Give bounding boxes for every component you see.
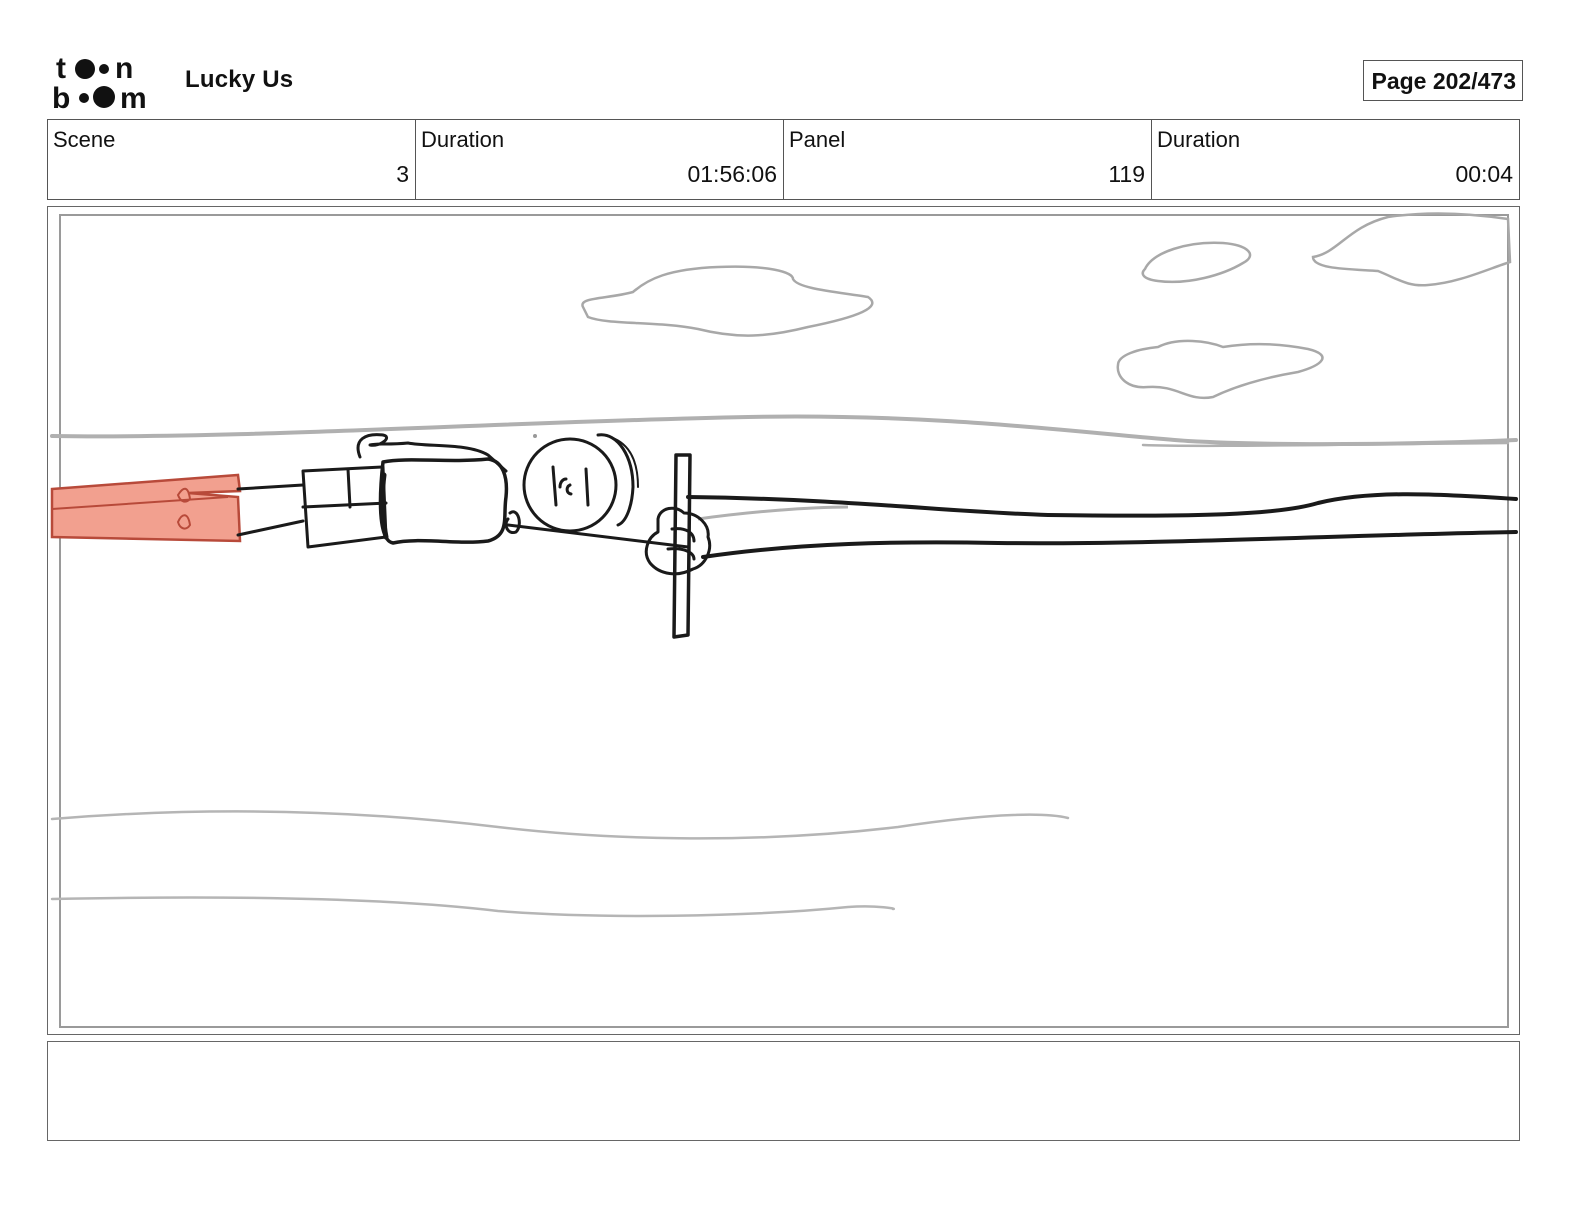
clouds [581,212,1512,400]
svg-text:m: m [120,82,147,112]
project-title: Lucky Us [185,66,294,93]
cloud [1116,339,1324,400]
cloud [1141,241,1252,284]
sketch-dot [533,434,537,438]
scene-value: 3 [396,161,409,187]
scene-duration-label: Duration [421,127,505,152]
horizon-lines [50,414,1518,448]
character-legs [50,473,242,543]
panel-notes-box [47,1041,1520,1141]
cloud [1311,212,1512,287]
panel-label: Panel [789,127,846,152]
scene-label: Scene [53,127,116,152]
panel-duration-value: 00:04 [1455,161,1513,187]
svg-text:b: b [52,82,70,112]
storyboard-panel [47,206,1520,1035]
panel-info-table: Scene 3 Duration 01:56:06 Panel 119 Dura… [47,119,1520,200]
panel-duration-cell: Duration 00:04 [1152,120,1519,199]
panel-cell: Panel 119 [784,120,1152,199]
page-counter: Page 202/473 [1363,60,1523,101]
safe-frame [59,214,1509,1028]
scene-duration-value: 01:56:06 [687,161,777,187]
svg-text:n: n [115,52,133,85]
rope-shadow [697,505,849,521]
panel-duration-label: Duration [1157,127,1241,152]
cloud [581,265,874,337]
panel-sketch [50,212,1518,1028]
svg-text:t: t [56,52,66,85]
toonboom-logo: t n b m [52,52,147,112]
character-body [236,433,712,639]
ground-lines [50,810,1070,918]
panel-value: 119 [1108,161,1145,187]
rope-rails [686,492,1518,559]
scene-cell: Scene 3 [48,120,416,199]
scene-duration-cell: Duration 01:56:06 [416,120,784,199]
